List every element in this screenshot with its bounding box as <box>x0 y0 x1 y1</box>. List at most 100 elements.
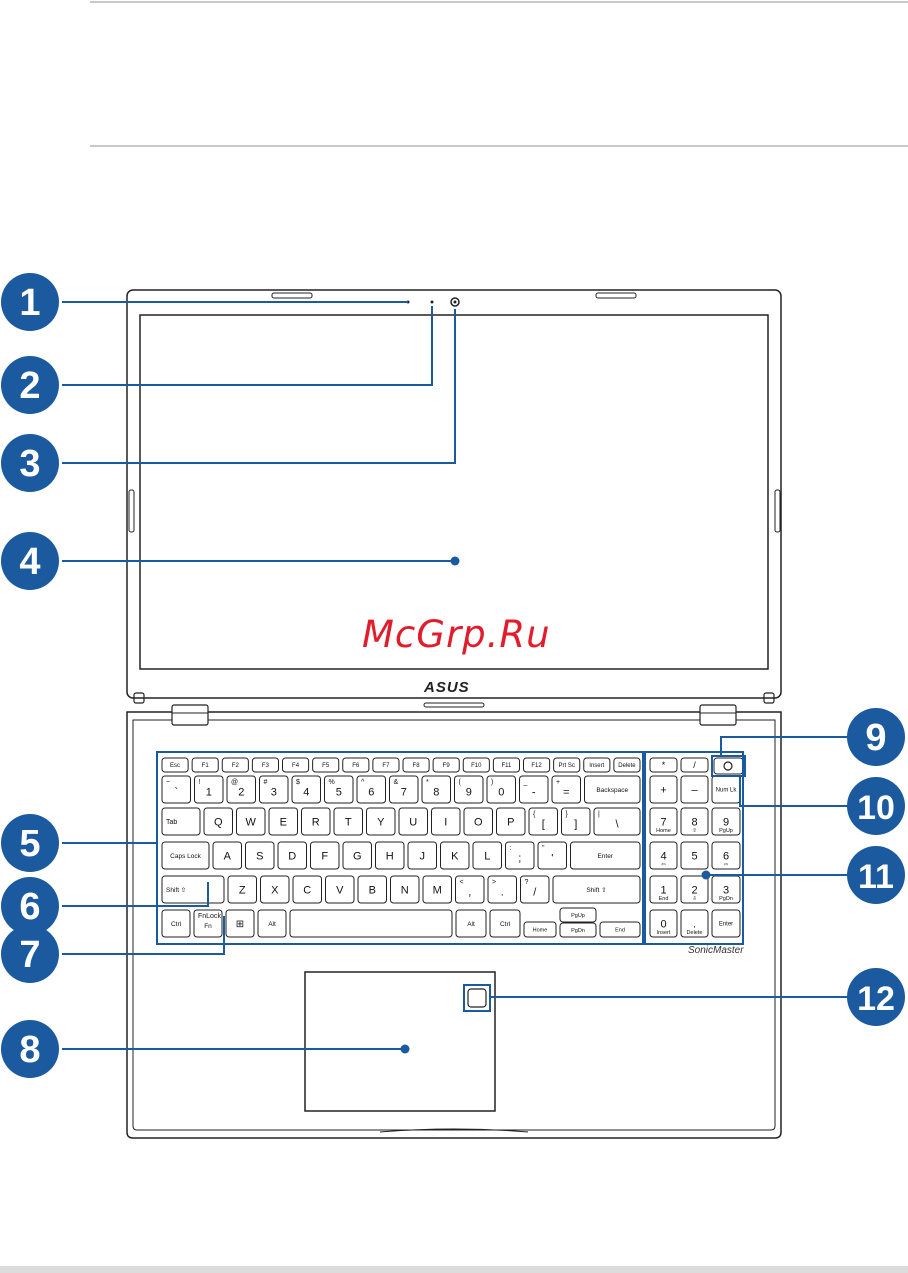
key-home-7[interactable] <box>440 841 470 870</box>
key-f3[interactable] <box>251 757 279 773</box>
key-bottom-8-shift-label: > <box>492 879 496 886</box>
key-number-11[interactable] <box>519 775 549 804</box>
key-fn[interactable] <box>193 909 223 938</box>
key-bottom-1[interactable] <box>260 875 290 904</box>
key-bottom-6[interactable] <box>422 875 452 904</box>
key-bottom-0[interactable] <box>227 875 257 904</box>
key-home-3[interactable] <box>310 841 340 870</box>
key-bottom-4[interactable] <box>357 875 387 904</box>
numpad-key-0-2[interactable] <box>711 807 741 836</box>
key-w[interactable] <box>236 807 266 836</box>
numpad-key-1-0[interactable] <box>649 841 678 870</box>
key-delete[interactable] <box>613 757 641 773</box>
key-number-1[interactable] <box>194 775 224 804</box>
key-bottom-5[interactable] <box>390 875 420 904</box>
key-f8[interactable] <box>402 757 430 773</box>
key-ctrl-right[interactable] <box>489 909 521 938</box>
key-y[interactable] <box>366 807 396 836</box>
key-alt-right[interactable] <box>455 909 487 938</box>
numpad-key-2-1[interactable] <box>680 875 709 904</box>
key-number-8[interactable] <box>421 775 451 804</box>
key-bracket-10[interactable] <box>528 807 558 836</box>
key-home[interactable] <box>523 921 557 938</box>
key-number-2[interactable] <box>226 775 256 804</box>
key-tab[interactable] <box>161 807 201 836</box>
key-home-2[interactable] <box>277 841 307 870</box>
key-home-9[interactable] <box>505 841 535 870</box>
key-bracket-11[interactable] <box>561 807 591 836</box>
key-number-0[interactable] <box>161 775 191 804</box>
key-number-12[interactable] <box>551 775 581 804</box>
key-pgdn[interactable] <box>559 922 597 938</box>
key-number-4[interactable] <box>291 775 321 804</box>
key-prt-sc[interactable] <box>553 757 581 773</box>
key-f7[interactable] <box>372 757 400 773</box>
key-pgup[interactable] <box>559 907 597 923</box>
key-f11[interactable] <box>492 757 520 773</box>
key-caps-lock[interactable] <box>161 841 210 870</box>
key-enter[interactable] <box>570 841 641 870</box>
key-number-6[interactable] <box>356 775 386 804</box>
key-home-5[interactable] <box>375 841 405 870</box>
key-f6[interactable] <box>342 757 370 773</box>
numpad-key-0-0[interactable] <box>649 807 678 836</box>
key-backspace[interactable] <box>584 775 641 804</box>
key-u[interactable] <box>398 807 428 836</box>
fingerprint-sensor[interactable] <box>467 988 487 1008</box>
key-f1[interactable] <box>191 757 219 773</box>
key-bottom-9[interactable] <box>520 875 550 904</box>
numpad-minus[interactable] <box>680 775 709 804</box>
key-bracket-12[interactable] <box>593 807 641 836</box>
key-bottom-7-label: , <box>468 886 471 898</box>
key-r[interactable] <box>301 807 331 836</box>
key-esc[interactable] <box>161 757 189 773</box>
key-f2[interactable] <box>221 757 249 773</box>
numpad-key-0-1[interactable] <box>680 807 709 836</box>
numpad-asterisk[interactable] <box>649 757 678 773</box>
numpad-key-3-0[interactable] <box>649 909 678 938</box>
key-alt-left[interactable] <box>257 909 287 938</box>
key-number-3[interactable] <box>259 775 289 804</box>
key-q[interactable] <box>203 807 233 836</box>
numpad-slash[interactable] <box>680 757 709 773</box>
power-button[interactable] <box>713 757 744 775</box>
key-home-6[interactable] <box>407 841 437 870</box>
key-f9[interactable] <box>432 757 460 773</box>
key-f4[interactable] <box>282 757 310 773</box>
key-insert[interactable] <box>583 757 611 773</box>
key-e[interactable] <box>268 807 298 836</box>
key-ctrl-left[interactable] <box>161 909 191 938</box>
key-space[interactable] <box>289 909 453 938</box>
key-bottom-8[interactable] <box>487 875 517 904</box>
numpad-key-3-1[interactable] <box>680 909 709 938</box>
numpad-key-2-0[interactable] <box>649 875 678 904</box>
key-bottom-4-label: B <box>369 884 376 896</box>
key-f12[interactable] <box>523 757 551 773</box>
key-number-9[interactable] <box>454 775 484 804</box>
key-number-10[interactable] <box>486 775 516 804</box>
key-t[interactable] <box>333 807 363 836</box>
key-bottom-3[interactable] <box>325 875 355 904</box>
key-end[interactable] <box>599 921 641 938</box>
key-home-0[interactable] <box>212 841 242 870</box>
key-number-5[interactable] <box>324 775 354 804</box>
key-number-7[interactable] <box>389 775 419 804</box>
numpad-key-1-2[interactable] <box>711 841 741 870</box>
key-o[interactable] <box>463 807 493 836</box>
key-home-1[interactable] <box>245 841 275 870</box>
key-windows[interactable] <box>225 909 255 938</box>
key-i[interactable] <box>431 807 461 836</box>
numpad-key-3-2[interactable] <box>711 909 741 938</box>
numpad-plus[interactable] <box>649 775 678 804</box>
key-p[interactable] <box>496 807 526 836</box>
key-bottom-2[interactable] <box>292 875 322 904</box>
numpad-key-1-1[interactable] <box>680 841 709 870</box>
key-bottom-7[interactable] <box>455 875 485 904</box>
touchpad[interactable] <box>304 971 496 1112</box>
key-home-8[interactable] <box>472 841 502 870</box>
key-shift-right[interactable] <box>552 875 641 904</box>
key-home-4[interactable] <box>342 841 372 870</box>
key-f5[interactable] <box>312 757 340 773</box>
key-home-10[interactable] <box>537 841 567 870</box>
key-f10[interactable] <box>462 757 490 773</box>
